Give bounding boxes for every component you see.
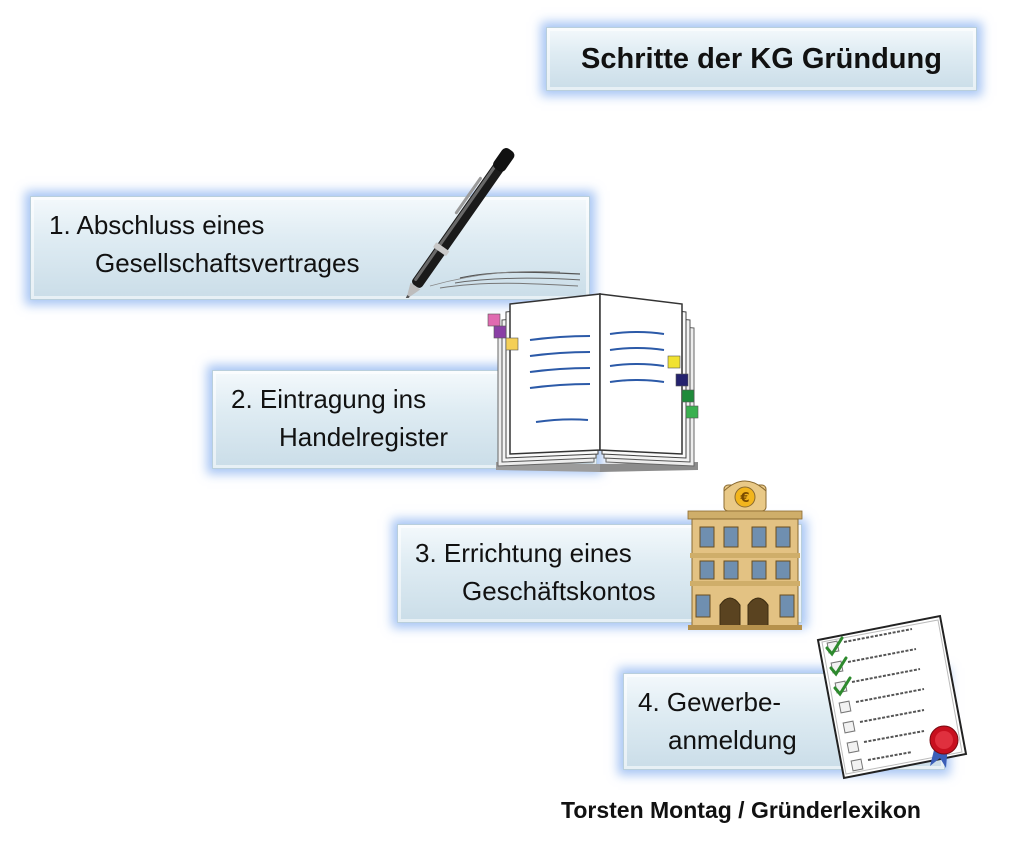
step-3-line-1: 3. Errichtung eines bbox=[415, 538, 632, 568]
step-4-line-1: 4. Gewerbe- bbox=[638, 687, 782, 717]
step-4-line-2: anmeldung bbox=[668, 725, 797, 755]
bank-icon: € bbox=[687, 480, 803, 630]
step-2-line-1: 2. Eintragung ins bbox=[231, 384, 427, 414]
step-1-line-1: 1. Abschluss eines bbox=[49, 210, 265, 240]
pen-icon bbox=[402, 147, 580, 298]
svg-text:€: € bbox=[739, 491, 749, 506]
page-title: Schritte der KG Gründung bbox=[546, 27, 977, 91]
certificate-icon bbox=[816, 614, 968, 780]
step-1-line-2: Gesellschaftsvertrages bbox=[95, 248, 360, 278]
footer-credit: Torsten Montag / Gründerlexikon bbox=[561, 797, 921, 823]
step-1-box: 1. Abschluss eines Gesellschaftsvertrage… bbox=[30, 196, 590, 300]
book-icon bbox=[487, 293, 699, 472]
step-2-line-2: Handelregister bbox=[279, 422, 449, 452]
step-3-line-2: Geschäftskontos bbox=[462, 576, 656, 606]
